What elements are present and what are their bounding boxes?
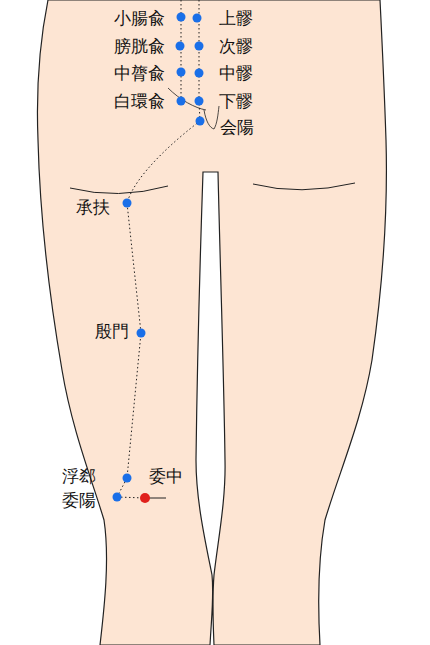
gluteal-fold — [70, 186, 168, 194]
acupoint-label: 委中 — [149, 466, 183, 486]
acupoint-label: 下髎 — [219, 91, 253, 111]
acupoint-label: 委陽 — [62, 490, 96, 510]
acupoint-label: 次髎 — [219, 36, 253, 56]
acupoint-label: 膀胱兪 — [114, 36, 165, 56]
acupoint-label: 上髎 — [219, 8, 253, 28]
acupoint-label: 殷門 — [95, 321, 129, 341]
acupoint-label: 浮郄 — [62, 466, 96, 486]
acupoint-label: 会陽 — [220, 117, 254, 137]
acupoint-label: 白環兪 — [114, 91, 165, 111]
acupoint-label: 中膂兪 — [114, 63, 165, 83]
acupoint-label: 中髎 — [219, 63, 253, 83]
body-outline — [37, 0, 386, 645]
sacrum-outline — [168, 88, 206, 110]
highlight-acupoint — [140, 493, 150, 503]
acupoint-dot — [113, 13, 205, 502]
coccyx-outline — [204, 106, 219, 129]
acupoint-label: 小腸兪 — [114, 8, 165, 28]
acupoint-label: 承扶 — [76, 197, 110, 217]
gluteal-fold — [253, 183, 355, 190]
